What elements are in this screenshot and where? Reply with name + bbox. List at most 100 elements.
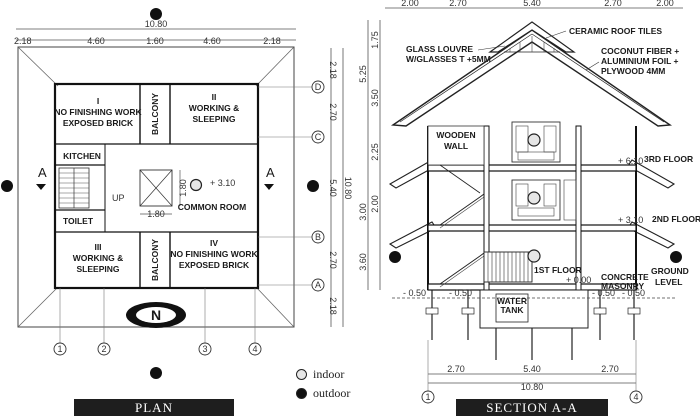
section-top-dim: 2.00 [401,0,419,8]
room-label: SLEEPING [193,114,236,124]
indoor-legend-dot [296,369,307,380]
up-label: UP [112,193,125,203]
legend: indoor outdoor [296,365,350,403]
indoor-marker [527,133,541,147]
plan-view: 10.80 2.18 4.60 1.60 4.60 2.18 [1,8,353,379]
floor-1-label: 1ST FLOOR [534,265,582,275]
indoor-marker [527,191,541,205]
section-bottom-dim: 2.70 [601,364,619,374]
section-top-dim: 2.00 [656,0,674,8]
legend-indoor: indoor [296,365,350,384]
common-room-label: COMMON ROOM [178,202,246,212]
floor-3-label: 3RD FLOOR [644,154,693,164]
plan-top-dim: 1.60 [146,36,164,46]
room-number: IV [210,238,218,248]
section-bottom-dim: 5.40 [523,364,541,374]
room-label: WORKING & [73,253,124,263]
section-caption: SECTION A-A [456,399,608,416]
plan-right-dim: 2.70 [328,103,338,121]
plan-right-overall: 10.80 [343,177,353,200]
plan-grid-row: B [315,232,321,242]
section-grid-col: 4 [633,392,638,402]
insulation-label: ALUMINIUM FOIL + [601,56,679,66]
section-left-dim: 3.00 [358,203,368,221]
level-mark: + 3.10 [210,178,235,188]
plan-right-dim: 2.18 [328,297,338,315]
section-top-dim: 2.70 [604,0,622,8]
plan-grid-col: 1 [57,344,62,354]
outdoor-marker [150,367,162,379]
water-tank-label: TANK [501,305,525,315]
plan-overall-width: 10.80 [145,19,168,29]
room-label: NO FINISHING WORK [170,249,258,259]
indoor-legend-label: indoor [313,367,345,381]
level-mark: - 0.50 [622,288,645,298]
outdoor-marker [307,180,319,192]
room-number: III [94,242,101,252]
room-label: NO FINISHING WORK [54,107,142,117]
insulation-label: COCONUT FIBER + [601,46,679,56]
outdoor-marker [670,251,682,263]
section-left-dim: 3.50 [370,89,380,107]
stair-dimension: 1.80 [147,209,165,219]
water-tank-label: WATER [497,296,527,306]
plan-caption: PLAN [74,399,234,416]
outdoor-legend-label: outdoor [313,386,351,400]
legend-outdoor: outdoor [296,384,350,403]
balcony-label: BALCONY [150,239,160,281]
section-bottom-dim: 2.70 [447,364,465,374]
concrete-label: CONCRETE [601,272,649,282]
ground-level-label: LEVEL [655,277,682,287]
north-label: N [151,307,161,323]
level-mark: + 6.10 [618,156,643,166]
roof-label: CERAMIC ROOF TILES [569,26,662,36]
insulation-label: PLYWOOD 4MM [601,66,665,76]
room-number: I [97,96,99,106]
plan-grid-col: 3 [202,344,207,354]
north-arrow: N [126,302,186,328]
plan-top-dim: 4.60 [87,36,105,46]
plan-grid-row: A [315,280,321,290]
louvre-label: GLASS LOUVRE [406,44,473,54]
indoor-marker [189,178,203,192]
outdoor-marker [150,8,162,20]
louvre-label: W/GLASSES T +5MM [406,54,491,64]
plan-right-dim: 2.70 [328,251,338,269]
section-left-dim: 1.75 [370,31,380,49]
room-number: II [212,92,217,102]
plan-top-dim: 4.60 [203,36,221,46]
level-mark: + 0.00 [566,275,591,285]
level-mark: - 0.50 [449,288,472,298]
floor-2-label: 2ND FLOOR [652,214,700,224]
wooden-wall-label: WALL [444,141,468,151]
plan-right-dim: 2.18 [328,61,338,79]
plan-grid-row: D [315,82,322,92]
section-top-dim: 2.70 [449,0,467,8]
stair-dimension-vertical: 1.80 [178,179,188,197]
section-grid-col: 1 [425,392,430,402]
outdoor-marker [389,251,401,263]
room-label: SLEEPING [77,264,120,274]
balcony-label: BALCONY [150,93,160,135]
plan-top-dim: 2.18 [14,36,32,46]
toilet-label: TOILET [63,216,94,226]
section-cut-mark-left: A [38,165,47,180]
room-label: EXPOSED BRICK [63,118,134,128]
section-bottom-overall: 10.80 [521,382,544,392]
level-mark: + 3.10 [618,215,643,225]
level-mark: - 0.50 [403,288,426,298]
section-top-dim: 5.40 [523,0,541,8]
section-view: 2.00 2.70 5.40 2.70 2.00 1.75 5.25 3.50 … [358,0,700,404]
section-cut-mark-right: A [266,165,275,180]
plan-grid-row: C [315,132,322,142]
kitchen-label: KITCHEN [63,151,101,161]
outdoor-legend-dot [296,388,307,399]
wooden-wall-label: WOODEN [436,130,475,140]
section-left-dim: 2.25 [370,143,380,161]
outdoor-marker [1,180,13,192]
section-left-dim: 2.00 [370,195,380,213]
ground-level-label: GROUND [651,266,689,276]
section-left-dim: 3.60 [358,253,368,271]
section-left-dim: 5.25 [358,65,368,83]
